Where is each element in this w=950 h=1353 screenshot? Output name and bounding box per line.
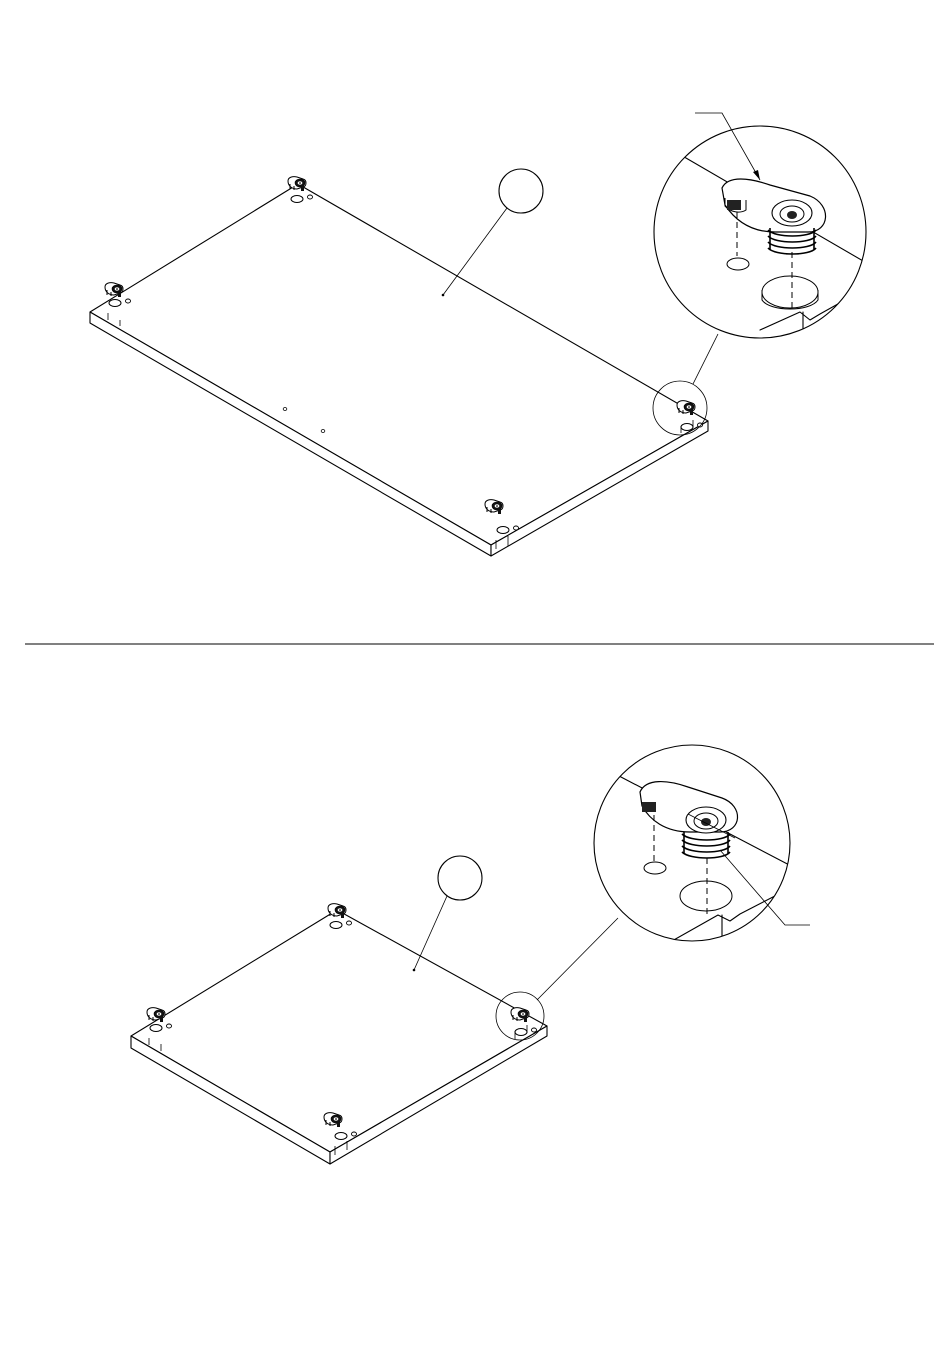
magnifier-circle-icon: [594, 745, 800, 945]
part-bubble-icon: [499, 169, 543, 213]
magnifier-circle-icon: [654, 126, 870, 340]
step-1-drawing: [90, 113, 870, 556]
panel-top-face: [90, 184, 708, 545]
detail-link-line: [693, 334, 718, 384]
part-leader-line: [414, 896, 447, 970]
part-leader-dot: [442, 294, 445, 297]
cam-lock-icon: [147, 1008, 165, 1022]
step-2-drawing: [131, 745, 810, 1164]
part-leader-dot: [413, 969, 416, 972]
part-bubble-icon: [438, 856, 482, 900]
cam-lock-icon: [105, 283, 123, 297]
part-leader-line: [443, 208, 507, 295]
detail-link-line: [537, 918, 618, 1000]
